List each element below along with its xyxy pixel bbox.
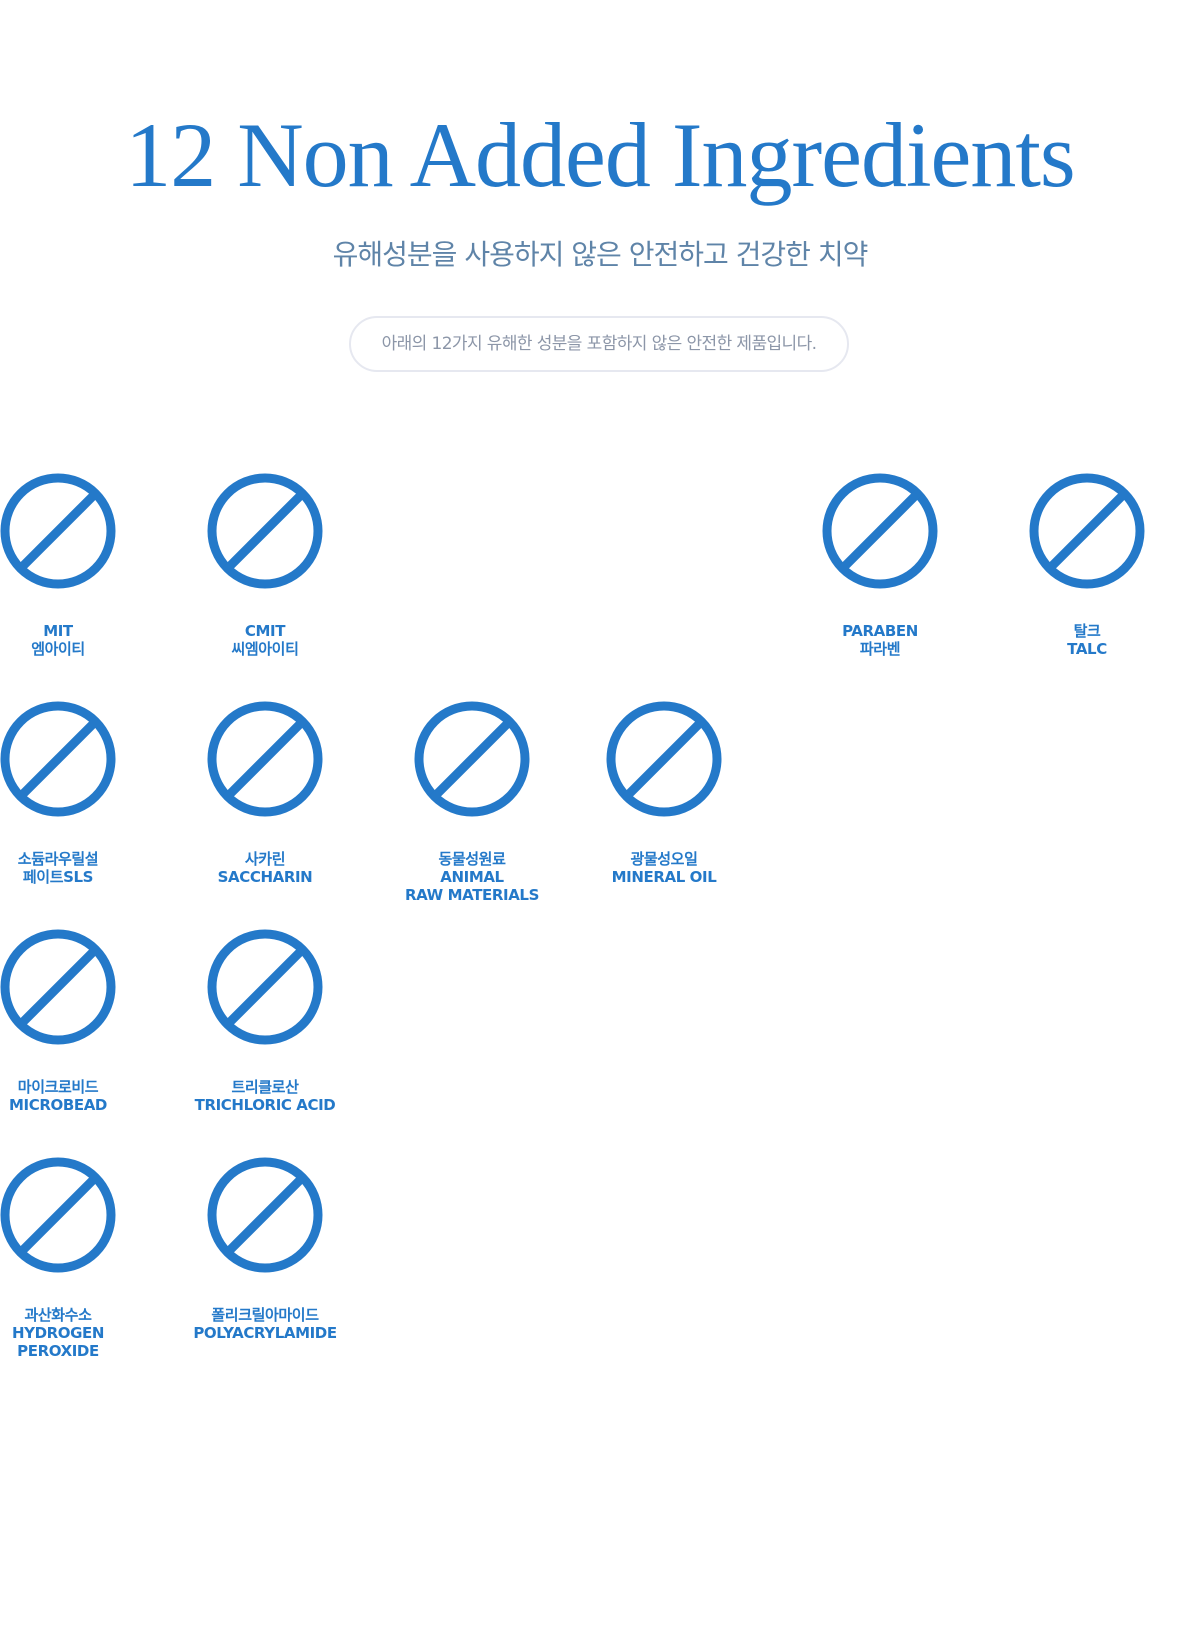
- ingredient-label-line-1: CMIT: [244, 622, 286, 640]
- ingredient-label-line-1: MIT: [43, 622, 73, 640]
- ingredient-label-line-1: 폴리크릴아마이드: [211, 1306, 319, 1324]
- ingredient-label-line-2: ANIMAL: [440, 868, 504, 886]
- page-title: 12 Non Added Ingredients: [125, 104, 1076, 206]
- prohibited-icon: [207, 473, 323, 589]
- prohibited-icon: [0, 1157, 116, 1273]
- ingredient-label-line-2: SACCHARIN: [217, 868, 313, 886]
- prohibited-icon: [207, 1157, 323, 1273]
- ingredient-label-line-2: HYDROGEN: [11, 1324, 105, 1342]
- ingredient-label-line-1: PARABEN: [842, 622, 918, 640]
- ingredient-label-line-1: 탈크: [1073, 622, 1101, 640]
- prohibited-icon: [822, 473, 938, 589]
- ingredient-label-line-1: 마이크로비드: [17, 1078, 99, 1096]
- notice-pill: 아래의 12가지 유해한 성분을 포함하지 않은 안전한 제품입니다.: [349, 316, 849, 372]
- ingredient-label-line-2: MICROBEAD: [9, 1096, 107, 1114]
- ingredient-label-line-2: TRICHLORIC ACID: [194, 1096, 336, 1114]
- prohibited-icon: [0, 929, 116, 1045]
- ingredient-label-line-1: 동물성원료: [438, 850, 506, 868]
- ingredient-label-line-2: 엠아이티: [31, 640, 85, 658]
- prohibited-icon: [0, 701, 116, 817]
- ingredient-label-line-1: 트리클로산: [231, 1078, 299, 1096]
- ingredient-label-line-2: MINERAL OIL: [611, 868, 717, 886]
- ingredient-label-line-1: 소듐라우릴설: [17, 850, 99, 868]
- ingredient-label-line-1: 광물성오일: [630, 850, 698, 868]
- ingredient-label-line-2: 페이트SLS: [22, 868, 94, 886]
- prohibited-icon: [207, 701, 323, 817]
- prohibited-icon: [1029, 473, 1145, 589]
- prohibited-icon: [207, 929, 323, 1045]
- prohibited-icon: [414, 701, 530, 817]
- page-subtitle: 유해성분을 사용하지 않은 안전하고 건강한 치약: [332, 238, 869, 271]
- ingredient-label-line-2: 씨엠아이티: [231, 640, 299, 658]
- ingredient-label-line-3: RAW MATERIALS: [404, 886, 539, 904]
- ingredient-label-line-1: 과산화수소: [24, 1306, 92, 1324]
- prohibited-icon: [606, 701, 722, 817]
- ingredient-label-line-3: PEROXIDE: [17, 1342, 99, 1360]
- ingredient-label-line-2: POLYACRYLAMIDE: [193, 1324, 337, 1342]
- prohibited-icon: [0, 473, 116, 589]
- ingredient-label-line-2: TALC: [1067, 640, 1107, 658]
- ingredient-label-line-1: 사카린: [244, 850, 286, 868]
- ingredient-label-line-2: 파라벤: [859, 640, 901, 658]
